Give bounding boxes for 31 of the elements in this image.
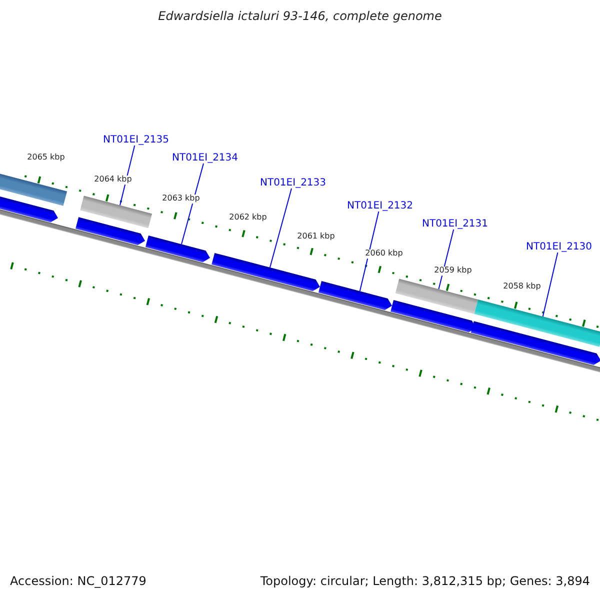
leader-line	[180, 163, 204, 245]
gene-block	[145, 236, 210, 262]
gene-feature-bar	[395, 278, 478, 314]
gene-label: NT01EI_2135	[102, 134, 170, 146]
gene-block	[390, 300, 476, 332]
leader-line	[269, 188, 292, 268]
genome-info-label: Topology: circular; Length: 3,812,315 bp; Genes: 3,894	[260, 575, 590, 588]
leader-line	[119, 145, 136, 206]
position-label: 2058 kbp	[502, 282, 542, 292]
position-label: 2063 kbp	[161, 194, 201, 204]
gene-block	[212, 252, 320, 292]
gene-label: NT01EI_2132	[346, 200, 414, 212]
gene-label: NT01EI_2130	[526, 242, 592, 252]
gene-label: NT01EI_2133	[260, 178, 326, 188]
accession-label: Accession: NC_012779	[10, 575, 146, 588]
gene-feature-bar	[80, 196, 152, 228]
diagram-title: Edwardsiella ictaluri 93-146, complete genome	[158, 10, 442, 24]
position-label: 2062 kbp	[228, 214, 268, 222]
position-label: 2064 kbp	[93, 176, 133, 184]
gene-feature-bar	[0, 171, 68, 206]
gene-label: NT01EI_2134	[172, 152, 238, 164]
gene-block	[470, 321, 600, 366]
position-label: 2060 kbp	[364, 250, 404, 258]
leader-line	[542, 252, 558, 318]
gene-label: NT01EI_2131	[422, 218, 488, 230]
gene-block	[76, 217, 146, 246]
position-label: 2061 kbp	[296, 232, 336, 242]
position-label: 2065 kbp	[26, 154, 66, 162]
gene-block	[318, 281, 392, 310]
leader-line	[359, 211, 380, 292]
position-label: 2059 kbp	[433, 266, 473, 276]
